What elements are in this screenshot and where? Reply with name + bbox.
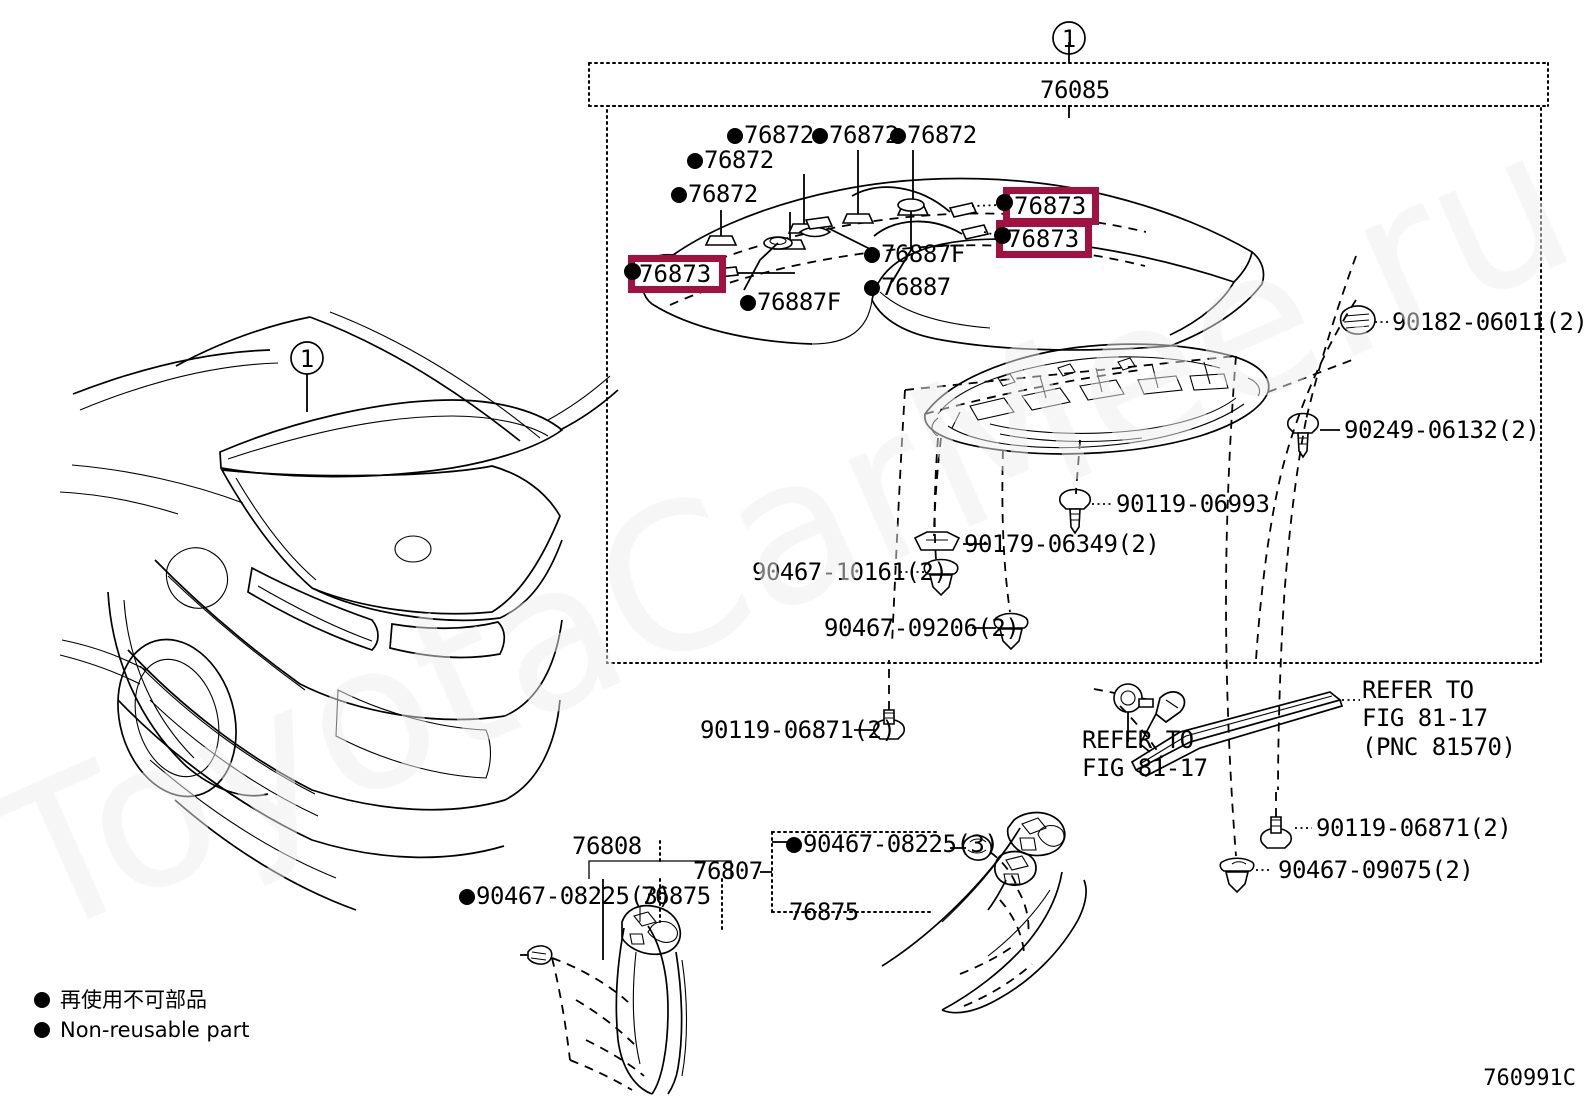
diagram-code: 760991C	[1483, 1066, 1576, 1091]
nonreusable-dot	[459, 889, 475, 905]
assembly-76807-bracket	[760, 831, 939, 913]
label-76872-c: 76872	[890, 121, 977, 149]
refer-to-left: REFER TO FIG 81-17	[1082, 726, 1208, 783]
refer-to-left-line1: REFER TO	[1082, 726, 1194, 754]
assembly-76808-bracket	[588, 837, 732, 935]
nonreusable-dot	[890, 128, 906, 144]
label-76872-b: 76872	[812, 121, 899, 149]
label-76872-a: 76872	[727, 121, 814, 149]
nonreusable-dot	[727, 128, 743, 144]
label-90467-09075: 90467-09075(2)	[1278, 856, 1474, 884]
label-76887f-a: 76887F	[864, 240, 965, 268]
rear-trim-strip	[1113, 683, 1360, 777]
nonreusable-dot	[864, 280, 880, 296]
nonreusable-dot	[34, 1022, 50, 1038]
fastener-90119-06993	[1058, 488, 1112, 535]
part-76875-right-blade	[881, 827, 1087, 1014]
refer-to-left-line2: FIG 81-17	[1082, 754, 1208, 783]
label-76872-e: 76872	[671, 180, 758, 208]
label-90119-06993: 90119-06993	[1116, 490, 1270, 518]
group-frame-inner	[606, 105, 1542, 664]
nonreusable-dot-76873-left	[624, 263, 641, 280]
part-76875-left-blade	[615, 925, 688, 1095]
nonreusable-dot	[864, 247, 880, 263]
label-90179-06349: 90179-06349(2)	[964, 530, 1160, 558]
legend-text-jp: 再使用不可部品	[60, 988, 207, 1012]
svg-text:1: 1	[300, 345, 314, 373]
legend: 再使用不可部品 Non-reusable part	[34, 985, 249, 1045]
highlight-76873-left-text: 76873	[639, 260, 712, 288]
svg-text:1: 1	[1062, 25, 1076, 53]
fastener-90119-06871-right	[1259, 790, 1312, 849]
label-90467-08225-right: 90467-08225(3)	[786, 830, 999, 858]
spoiler-upper-body	[642, 177, 1265, 351]
nonreusable-dot-76873-right-bottom	[994, 227, 1011, 244]
nonreusable-dot	[786, 837, 802, 853]
fastener-90467-08225-left	[520, 945, 645, 1091]
label-90249-06132: 90249-06132(2)	[1344, 416, 1540, 444]
part-76808-bracket-head	[621, 904, 682, 956]
highlight-76873-right-top-text: 76873	[1014, 192, 1087, 220]
callout-circle-top: 1	[1052, 21, 1086, 55]
label-90119-06871-right: 90119-06871(2)	[1316, 814, 1512, 842]
fastener-90467-10161	[900, 558, 959, 597]
label-76807: 76807	[693, 857, 763, 885]
label-76887: 76887	[864, 273, 951, 301]
group-label-76085: 76085	[1040, 76, 1110, 104]
part-76807-head	[987, 811, 1066, 911]
fastener-90467-08225-right	[950, 834, 1033, 1007]
label-90182-06011: 90182-06011(2)	[1392, 308, 1588, 336]
spoiler-clip-icons	[657, 150, 1001, 291]
label-76872-d: 76872	[687, 146, 774, 174]
nonreusable-dot-76873-right-top	[996, 194, 1013, 211]
legend-text-en: Non-reusable part	[60, 1018, 250, 1042]
highlight-76873-left[interactable]: 76873	[628, 255, 726, 293]
fastener-90467-09206	[972, 612, 1029, 651]
refer-to-right: REFER TO FIG 81-17 (PNC 81570)	[1362, 676, 1516, 761]
label-90467-08225-left: 90467-08225(3)	[459, 882, 672, 910]
refer-to-right-line1: REFER TO	[1362, 676, 1474, 704]
label-76875-left: 76875	[641, 882, 711, 910]
nonreusable-dot	[34, 992, 50, 1008]
spoiler-underside	[924, 343, 1270, 455]
fastener-90179-06349	[913, 531, 988, 551]
label-90467-10161: 90467-10161(2)	[752, 558, 948, 586]
highlight-76873-right-bottom[interactable]: 76873	[996, 220, 1092, 258]
label-90119-06871-left: 90119-06871(2)	[700, 716, 896, 744]
nonreusable-dot	[671, 187, 687, 203]
nonreusable-dot	[812, 128, 828, 144]
fastener-90249-06132	[1286, 412, 1340, 459]
refer-to-right-line2: FIG 81-17	[1362, 704, 1488, 733]
nonreusable-dot	[687, 153, 703, 169]
label-76875-right: 76875	[789, 898, 859, 926]
vehicle-illustration: 1	[59, 311, 619, 911]
label-90467-09206: 90467-09206(2)	[824, 614, 1020, 642]
fastener-90182-06011	[1339, 305, 1388, 335]
highlight-76873-right-bottom-text: 76873	[1007, 225, 1080, 253]
legend-row-jp: 再使用不可部品	[34, 985, 249, 1015]
refer-to-right-line3: (PNC 81570)	[1362, 732, 1516, 761]
legend-row-en: Non-reusable part	[34, 1015, 249, 1045]
label-76808: 76808	[572, 832, 642, 860]
fastener-90467-09075	[1219, 857, 1272, 894]
label-76887f-b: 76887F	[740, 288, 841, 316]
nonreusable-dot	[740, 295, 756, 311]
fastener-90119-06871-left	[854, 660, 906, 740]
